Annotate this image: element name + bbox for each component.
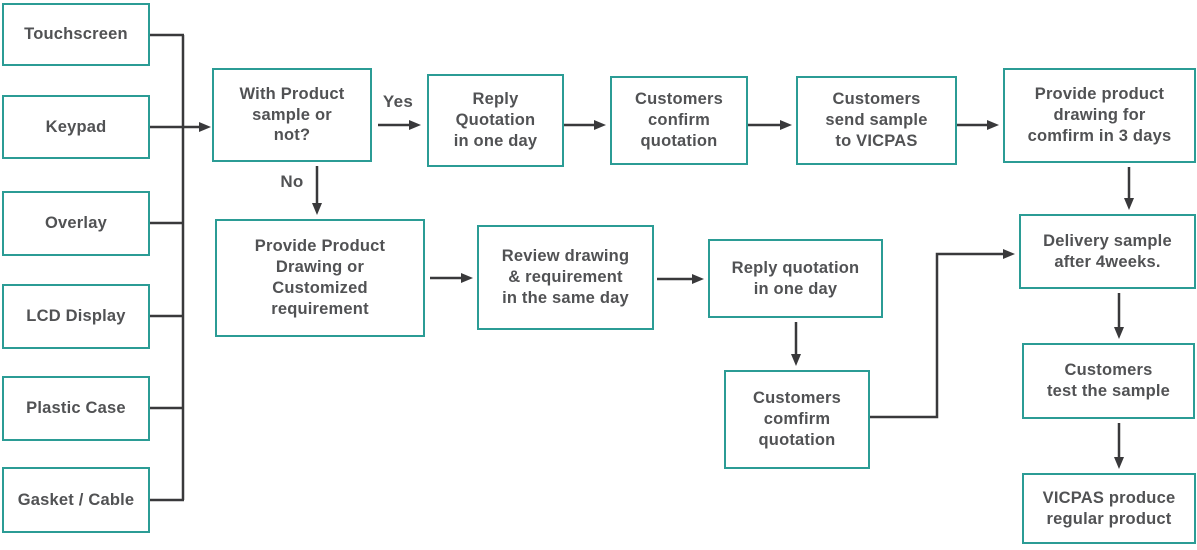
edge-label-yes: Yes <box>382 92 414 111</box>
node-touchscreen: Touchscreen <box>2 3 150 66</box>
node-review-drawing-requirement: Review drawing & requirement in the same… <box>477 225 654 330</box>
node-customers-confirm-quotation: Customers confirm quotation <box>610 76 748 165</box>
node-provide-drawing-or-requirement: Provide Product Drawing or Customized re… <box>215 219 425 337</box>
node-customers-test-sample: Customers test the sample <box>1022 343 1195 419</box>
node-plastic-case: Plastic Case <box>2 376 150 441</box>
node-reply-quotation-one-day: Reply Quotation in one day <box>427 74 564 167</box>
node-overlay: Overlay <box>2 191 150 256</box>
node-customers-comfirm-quotation: Customers comfirm quotation <box>724 370 870 469</box>
node-keypad: Keypad <box>2 95 150 159</box>
edge-comfirm-to-delivery <box>870 249 1015 419</box>
edge-label-no: No <box>280 172 304 191</box>
node-vicpas-produce-regular: VICPAS produce regular product <box>1022 473 1196 544</box>
node-decision-sample-or-not: With Product sample or not? <box>212 68 372 162</box>
node-provide-product-drawing-3days: Provide product drawing for comfirm in 3… <box>1003 68 1196 163</box>
node-customers-send-sample: Customers send sample to VICPAS <box>796 76 957 165</box>
node-reply-quotation-bottom: Reply quotation in one day <box>708 239 883 318</box>
node-lcd-display: LCD Display <box>2 284 150 349</box>
node-delivery-sample: Delivery sample after 4weeks. <box>1019 214 1196 289</box>
node-gasket-cable: Gasket / Cable <box>2 467 150 533</box>
